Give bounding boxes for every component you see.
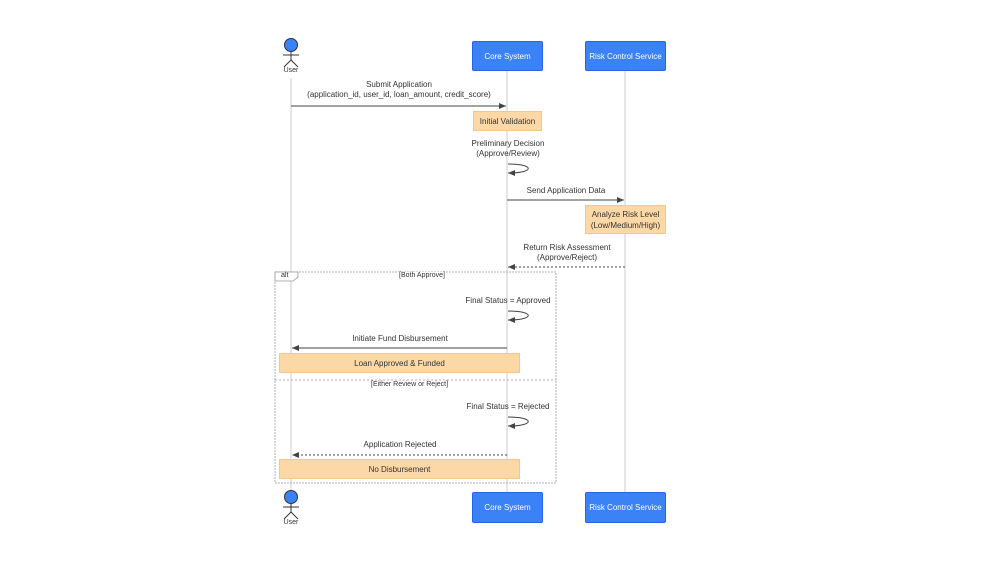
msg-initiate-fund-label: Initiate Fund Disbursement: [352, 334, 448, 343]
user-actor-bottom-icon: [283, 490, 299, 520]
participant-risk-bottom: Risk Control Service: [585, 492, 666, 523]
participant-core-top: Core System: [472, 41, 543, 71]
msg-send-data-label: Send Application Data: [526, 186, 606, 195]
note-initial-validation: Initial Validation: [473, 111, 542, 131]
msg-preliminary-decision-self-arrow: [507, 163, 529, 176]
msg-submit-label-2: (application_id, user_id, loan_amount, c…: [307, 90, 491, 99]
msg-final-approved-self-arrow: [507, 310, 529, 323]
msg-submit-label-1: Submit Application: [366, 80, 432, 89]
msg-final-rejected-self-arrow: [507, 416, 529, 429]
note-analyze-risk-line-1: Analyze Risk Level: [591, 209, 660, 219]
note-analyze-risk-line-2: (Low/Medium/High): [590, 220, 661, 230]
participant-user-top-label: User: [283, 67, 299, 74]
msg-return-label-1: Return Risk Assessment: [523, 243, 611, 252]
alt-tag-label: alt: [281, 272, 289, 279]
alt-tag-box: [274, 271, 299, 282]
msg-app-rejected-label: Application Rejected: [363, 440, 437, 449]
participant-risk-top: Risk Control Service: [585, 41, 666, 71]
msg-final-approved-label: Final Status = Approved: [465, 296, 551, 305]
note-loan-funded: Loan Approved & Funded: [279, 353, 520, 373]
alt-guard-either-review: [Either Review or Reject]: [370, 381, 450, 388]
msg-final-rejected-label: Final Status = Rejected: [466, 402, 550, 411]
participant-user-bottom-label: User: [283, 519, 299, 526]
msg-prelim-label-1: Preliminary Decision: [471, 139, 545, 148]
alt-guard-both-approve: [Both Approve]: [398, 272, 446, 279]
user-actor-top-icon: [283, 38, 299, 68]
msg-prelim-label-2: (Approve/Review): [476, 149, 540, 158]
note-analyze-risk: Analyze Risk Level (Low/Medium/High): [585, 205, 666, 234]
participant-core-bottom: Core System: [472, 492, 543, 523]
note-no-disbursement: No Disbursement: [279, 459, 520, 479]
msg-return-label-2: (Approve/Reject): [536, 253, 598, 262]
